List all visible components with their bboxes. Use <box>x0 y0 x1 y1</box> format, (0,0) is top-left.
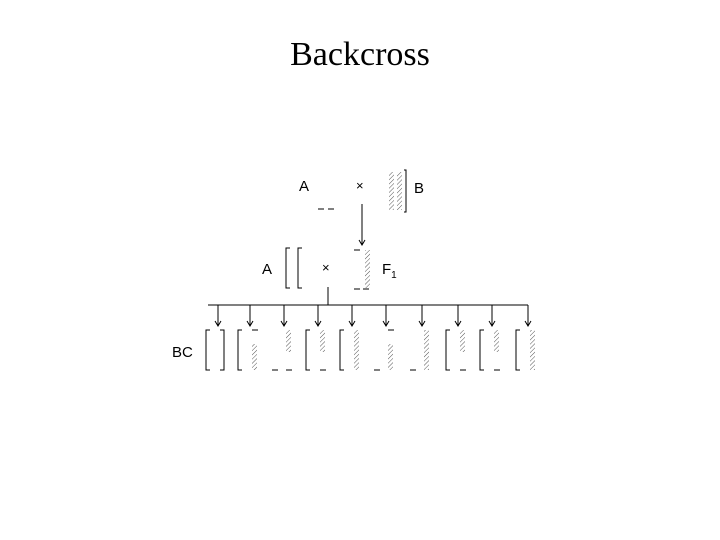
offspring-chromosome-left <box>339 329 344 371</box>
offspring-2 <box>237 305 258 371</box>
offspring-chromosome-left <box>479 329 484 371</box>
offspring-3 <box>272 305 292 371</box>
f1-label-subscript: 1 <box>391 270 397 281</box>
offspring-4 <box>305 305 326 371</box>
f1-parent-a-label: A <box>262 261 273 278</box>
offspring-arrowhead <box>454 320 462 327</box>
f1-hatched-chromosome <box>365 250 370 288</box>
offspring-arrowhead <box>280 320 288 327</box>
offspring-chromosome-right <box>252 344 257 370</box>
offspring-9 <box>479 305 500 371</box>
cross-symbol-backcross: × <box>322 260 330 275</box>
offspring-arrowhead <box>524 320 532 327</box>
parent-a-label: A <box>299 178 310 195</box>
offspring-chromosome-left <box>305 329 310 371</box>
f1-label-main: F <box>382 261 392 278</box>
offspring-chromosome-right <box>424 330 429 370</box>
offspring-chromosome-right <box>494 330 499 352</box>
offspring-1 <box>205 305 225 371</box>
offspring-chromosome-right <box>354 330 359 370</box>
offspring-8 <box>445 305 466 371</box>
cross-symbol-parents: × <box>356 178 364 193</box>
offspring-arrowhead <box>348 320 356 327</box>
offspring-connector <box>208 287 528 306</box>
offspring-chromosome-right <box>460 330 465 352</box>
offspring-6 <box>374 305 394 371</box>
bc-label: BC <box>172 344 193 361</box>
offspring-chromosome-left <box>445 329 450 371</box>
offspring-5 <box>339 305 359 371</box>
offspring-arrowhead <box>214 320 222 327</box>
f1-label: F1 <box>382 261 397 281</box>
offspring-chromosome-right <box>320 330 325 352</box>
offspring-chromosome-left <box>515 329 520 371</box>
offspring-arrowhead <box>314 320 322 327</box>
offspring-arrowhead <box>246 320 254 327</box>
offspring-10 <box>515 305 535 371</box>
offspring-arrowhead <box>382 320 390 327</box>
parent-b-chromosome-1 <box>389 172 394 210</box>
offspring-arrowhead <box>488 320 496 327</box>
offspring-7 <box>410 305 429 371</box>
parent-b-chromosome-2 <box>397 172 402 210</box>
f1-chromosomes <box>354 249 370 290</box>
offspring-chromosome-right <box>388 344 393 370</box>
f1-parent-a-chromosomes <box>285 247 302 289</box>
parent-b-chromosomes <box>389 169 407 213</box>
offspring-chromosome-right <box>220 329 225 371</box>
backcross-offspring <box>205 305 535 371</box>
offspring-chromosome-right <box>530 330 535 370</box>
offspring-chromosome-left <box>237 329 242 371</box>
offspring-chromosome-left <box>205 329 210 371</box>
offspring-chromosome-right <box>286 330 291 352</box>
parent-b-label: B <box>414 180 425 197</box>
arrow-parents-to-f1 <box>358 204 366 246</box>
offspring-arrowhead <box>418 320 426 327</box>
slide-title: Backcross <box>290 36 430 73</box>
